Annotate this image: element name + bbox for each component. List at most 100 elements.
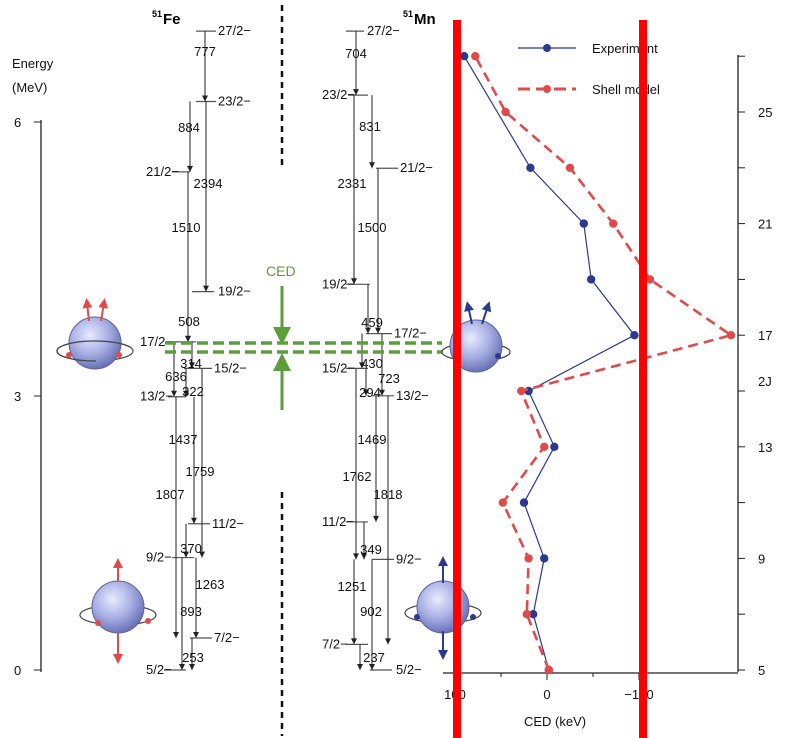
arrowhead	[363, 389, 369, 396]
mn51-header: 51 Mn	[403, 9, 436, 28]
sphere	[449, 319, 503, 373]
level-spin-label: 11/2−	[212, 516, 244, 531]
sphere	[68, 316, 122, 370]
spin-tick-label: 25	[758, 105, 772, 120]
transition-energy-label: 253	[182, 650, 204, 665]
experiment-point	[550, 442, 559, 451]
transition-energy-label: 237	[363, 650, 385, 665]
level-spin-label: 23/2−	[322, 87, 355, 102]
arrowhead	[361, 553, 367, 560]
nucleon-dot	[414, 614, 420, 620]
orbit-ring-front	[56, 340, 134, 362]
shell-model-series-line	[474, 55, 735, 671]
legend-shell-model-label: Shell model	[592, 82, 660, 97]
shell-model-point	[609, 219, 618, 228]
ced-indicator: CED	[165, 263, 442, 410]
transition-energy-label: 723	[378, 371, 400, 386]
arrowhead	[375, 327, 381, 334]
red-highlight-bar-left	[453, 20, 461, 738]
transition-energy-label: 370	[180, 541, 202, 556]
legend-experiment-label: Experiment	[592, 41, 658, 56]
arrowhead	[199, 551, 205, 558]
nucleus-sphere-fe-opposed	[79, 558, 157, 664]
arrowhead	[191, 517, 197, 524]
level-spin-label: 17/2−	[140, 334, 173, 349]
experiment-point	[579, 219, 588, 228]
level-spin-label: 17/2−	[394, 326, 427, 341]
shell-model-point	[565, 163, 575, 172]
mn51-mass-number: 51	[403, 9, 413, 19]
transition-energy-label: 777	[194, 44, 216, 59]
transition-energy-label: 1437	[169, 432, 198, 447]
nucleus-sphere-fe-aligned	[56, 298, 134, 370]
legend-experiment-marker	[543, 44, 551, 52]
shell-model-point	[726, 331, 736, 340]
transition-energy-label: 459	[361, 315, 383, 330]
shell-model-point	[645, 275, 655, 284]
level-spin-label: 9/2−	[146, 550, 172, 565]
transition-energy-label: 1818	[374, 487, 403, 502]
transition-energy-label: 2331	[338, 176, 367, 191]
ced-chart: 2J CED (keV) 59131721251000−100 Experime…	[443, 41, 772, 729]
experiment-point	[529, 610, 538, 619]
transition-energy-label: 704	[345, 46, 367, 61]
shell-model-point	[540, 442, 549, 451]
transition-energy-label: 902	[360, 604, 382, 619]
transition-energy-label: 349	[360, 542, 382, 557]
level-spin-label: 13/2−	[396, 388, 429, 403]
shell-model-point	[471, 52, 480, 61]
spin-up-arrow-icon	[98, 298, 109, 322]
spin-tick-label: 5	[758, 663, 765, 678]
transition-energy-label: 294	[359, 385, 381, 400]
transition-energy-label: 314	[180, 356, 202, 371]
shell-model-point	[522, 610, 531, 619]
spin-tick-label: 17	[758, 328, 772, 343]
fe51-header: 51 Fe	[152, 9, 181, 28]
energy-tick-label: 6	[14, 115, 21, 130]
level-spin-label: 19/2−	[218, 284, 251, 299]
spin-tick-label: 9	[758, 551, 765, 566]
arrowhead	[193, 632, 199, 639]
energy-tick-label: 3	[14, 389, 21, 404]
transition-energy-label: 1251	[338, 579, 367, 594]
arrowhead	[353, 553, 359, 560]
nucleus-sphere-mn-aligned	[441, 301, 511, 373]
fe51-element: Fe	[163, 11, 181, 28]
fe51-mass-number: 51	[152, 9, 162, 19]
energy-axis: Energy (MeV) 0 3 6	[12, 56, 54, 678]
energy-axis-unit: (MeV)	[12, 80, 47, 95]
nucleon-dot	[116, 352, 122, 358]
nucleon-dot	[95, 620, 101, 626]
experiment-point	[519, 498, 529, 507]
level-spin-label: 7/2−	[322, 636, 348, 651]
arrowhead	[385, 638, 391, 645]
level-spin-label: 21/2−	[400, 160, 433, 175]
level-spin-label: 5/2−	[396, 662, 422, 677]
level-spin-label: 23/2−	[218, 93, 251, 108]
energy-axis-title: Energy	[12, 56, 54, 71]
shell-model-point	[544, 665, 554, 675]
ced-axis-title: CED (keV)	[524, 714, 586, 729]
arrowhead	[202, 95, 208, 102]
fe51-level-scheme: 27/2−23/2−21/2−19/2−17/2−15/2−13/2−11/2−…	[140, 23, 251, 677]
arrowhead	[203, 285, 209, 292]
arrowhead	[189, 664, 195, 670]
transition-energy-label: 2394	[194, 176, 223, 191]
legend-shell-model-marker	[543, 85, 551, 93]
arrowhead	[185, 335, 191, 342]
transition-energy-label: 508	[178, 314, 200, 329]
chart-legend: Experiment Shell model	[518, 41, 660, 97]
arrowhead	[357, 664, 363, 670]
transition-energy-label: 1469	[358, 432, 387, 447]
shell-model-point	[498, 498, 508, 507]
level-spin-label: 11/2−	[322, 514, 354, 529]
ced-tick-label: 0	[543, 687, 550, 702]
experiment-point	[540, 554, 549, 563]
arrowhead	[379, 389, 385, 396]
level-spin-label: 9/2−	[396, 551, 422, 566]
arrowhead	[189, 362, 195, 369]
spin-up-arrow-icon	[82, 298, 93, 322]
transition-energy-label: 1263	[196, 577, 225, 592]
level-spin-label: 7/2−	[214, 630, 240, 645]
